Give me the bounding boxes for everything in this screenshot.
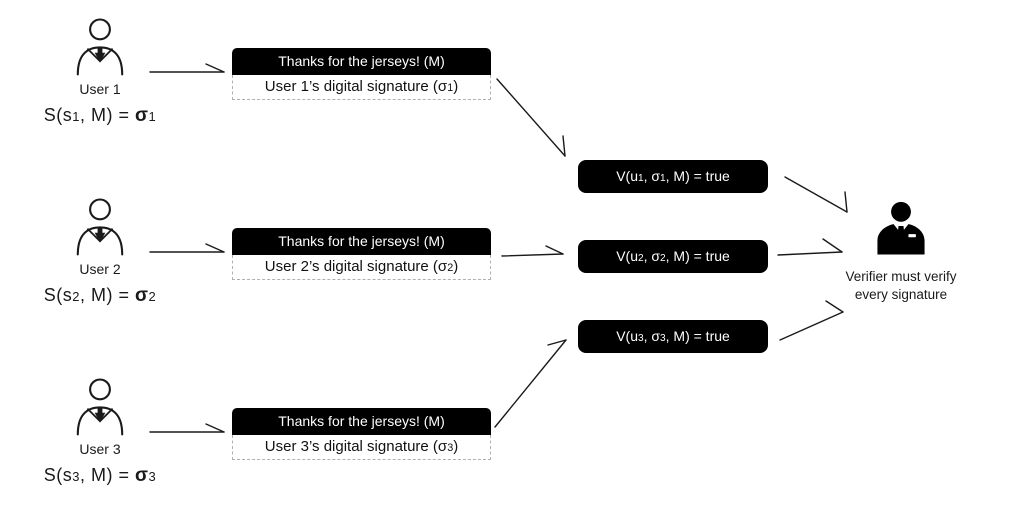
message2-text: Thanks for the jerseys! (M) (232, 228, 491, 255)
user3-label: User 3 (79, 441, 121, 457)
message-box-user3: Thanks for the jerseys! (M) User 3’s dig… (232, 408, 491, 460)
message2-signature: User 2’s digital signature (σ2) (232, 255, 491, 280)
verification-box-3: V(u3, σ3, M) = true (578, 320, 768, 353)
user1-group: User 1 S(s1, M) = σ1 (20, 16, 180, 127)
message1-text: Thanks for the jerseys! (M) (232, 48, 491, 75)
verification-box-1: V(u1, σ1, M) = true (578, 160, 768, 193)
verifier-label-line1: Verifier must verify (845, 269, 957, 284)
user1-signing-formula: S(s1, M) = σ1 (43, 105, 157, 126)
verifier-label: Verifier must verify every signature (826, 268, 976, 304)
arrow-message1-to-verify1 (496, 78, 566, 157)
arrow-message3-to-verify3 (494, 339, 567, 428)
user1-label: User 1 (79, 81, 121, 97)
arrow-message2-to-verify2 (501, 245, 564, 257)
user2-group: User 2 S(s2, M) = σ2 (20, 196, 180, 307)
user2-label: User 2 (79, 261, 121, 277)
user3-signing-formula: S(s3, M) = σ3 (43, 465, 157, 486)
verifier-group: Verifier must verify every signature (826, 198, 976, 304)
person-outline-icon (76, 198, 124, 256)
person-outline-icon (76, 378, 124, 436)
message1-signature: User 1’s digital signature (σ1) (232, 75, 491, 100)
arrow-verify3-to-verifier (779, 300, 844, 341)
user2-signing-formula: S(s2, M) = σ2 (43, 285, 157, 306)
businessman-icon (877, 201, 925, 255)
verification-box-2: V(u2, σ2, M) = true (578, 240, 768, 273)
message3-signature: User 3’s digital signature (σ3) (232, 435, 491, 460)
verifier-label-line2: every signature (854, 287, 948, 302)
message3-text: Thanks for the jerseys! (M) (232, 408, 491, 435)
user3-group: User 3 S(s3, M) = σ3 (20, 376, 180, 487)
message-box-user2: Thanks for the jerseys! (M) User 2’s dig… (232, 228, 491, 280)
message-box-user1: Thanks for the jerseys! (M) User 1’s dig… (232, 48, 491, 100)
person-outline-icon (76, 18, 124, 76)
